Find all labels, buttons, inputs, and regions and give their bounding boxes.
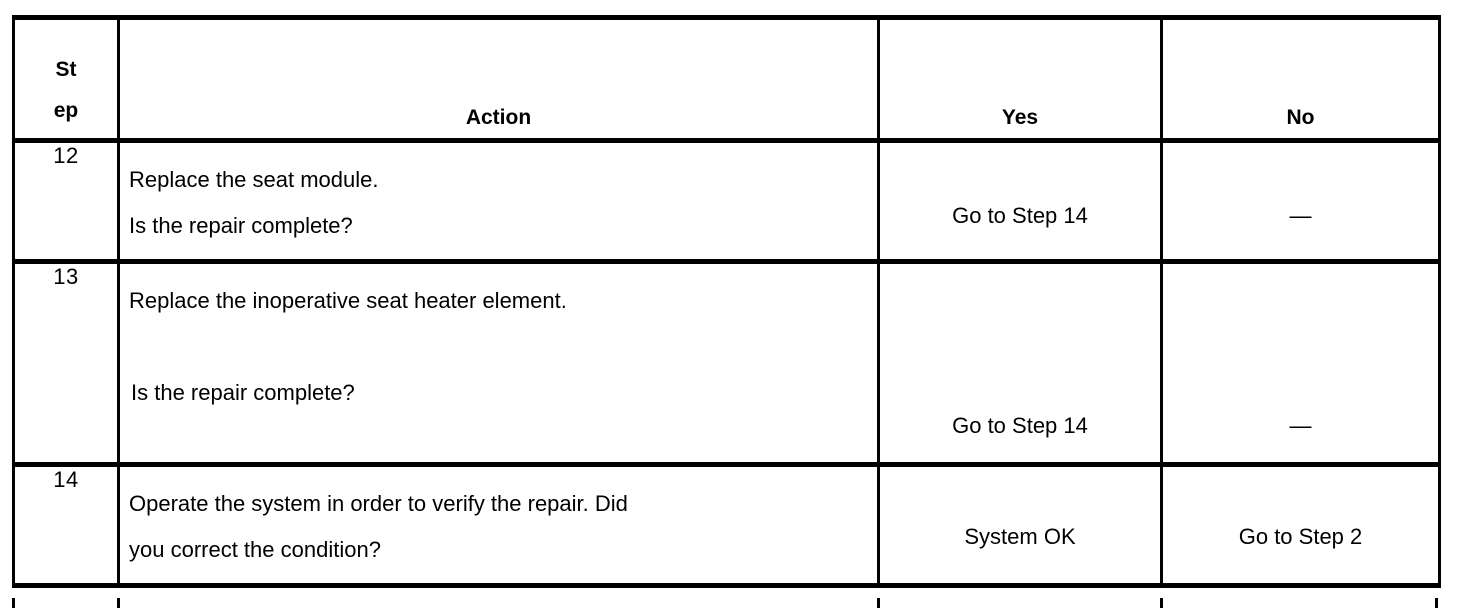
diagnostic-step-table: St ep Action Yes No [12, 15, 1441, 588]
action-cell: Replace the seat module. Is the repair c… [117, 138, 880, 264]
column-header-yes-label: Yes [1001, 106, 1039, 129]
table-row: 12 Replace the seat module. Is the repai… [12, 138, 1441, 264]
column-header-no-label: No [1286, 106, 1315, 129]
yes-answer-cell: System OK [877, 462, 1163, 588]
yes-answer-cell: Go to Step 14 [877, 259, 1163, 467]
no-answer-text: — [1289, 413, 1312, 438]
step-number-cell: 14 [12, 462, 120, 588]
yes-answer-text: System OK [964, 524, 1076, 549]
next-row-yes-no-rule [1160, 598, 1163, 608]
next-row-partial-divider [12, 598, 1438, 608]
action-text-line: Is the repair complete? [131, 380, 355, 405]
column-header-step-line-2: ep [53, 99, 79, 122]
next-row-left-rule [12, 598, 15, 608]
table-header: St ep Action Yes No [12, 15, 1441, 143]
action-text-blank-line [129, 324, 877, 370]
yes-answer-text: Go to Step 14 [952, 413, 1088, 438]
table-body: 12 Replace the seat module. Is the repai… [12, 138, 1441, 588]
yes-answer-text: Go to Step 14 [952, 203, 1088, 228]
column-header-step-line-1: St [55, 58, 77, 81]
no-answer-text: — [1289, 203, 1312, 228]
next-row-right-rule [1435, 598, 1438, 608]
column-header-action: Action [117, 15, 880, 143]
action-text-line: Replace the inoperative seat heater elem… [129, 288, 567, 313]
step-number-cell: 13 [12, 259, 120, 467]
step-number: 14 [53, 467, 79, 492]
no-answer-cell: Go to Step 2 [1160, 462, 1441, 588]
column-header-no: No [1160, 15, 1441, 143]
action-cell: Replace the inoperative seat heater elem… [117, 259, 880, 467]
action-text-line: Is the repair complete? [129, 213, 353, 238]
no-answer-cell: — [1160, 138, 1441, 264]
no-answer-text: Go to Step 2 [1238, 524, 1363, 549]
table-row: 13 Replace the inoperative seat heater e… [12, 259, 1441, 467]
action-text-line: you correct the condition? [129, 537, 381, 562]
column-header-yes: Yes [877, 15, 1163, 143]
action-text-line: Operate the system in order to verify th… [129, 491, 628, 516]
next-row-action-yes-rule [877, 598, 880, 608]
yes-answer-cell: Go to Step 14 [877, 138, 1163, 264]
table-row: 14 Operate the system in order to verify… [12, 462, 1441, 588]
column-header-step: St ep [12, 15, 120, 143]
no-answer-cell: — [1160, 259, 1441, 467]
action-text-line: Replace the seat module. [129, 167, 379, 192]
step-number-cell: 12 [12, 138, 120, 264]
column-header-action-label: Action [465, 106, 532, 129]
next-row-step-action-rule [117, 598, 120, 608]
step-number: 13 [53, 264, 79, 289]
header-row: St ep Action Yes No [12, 15, 1441, 143]
action-cell: Operate the system in order to verify th… [117, 462, 880, 588]
step-number: 12 [53, 143, 79, 168]
